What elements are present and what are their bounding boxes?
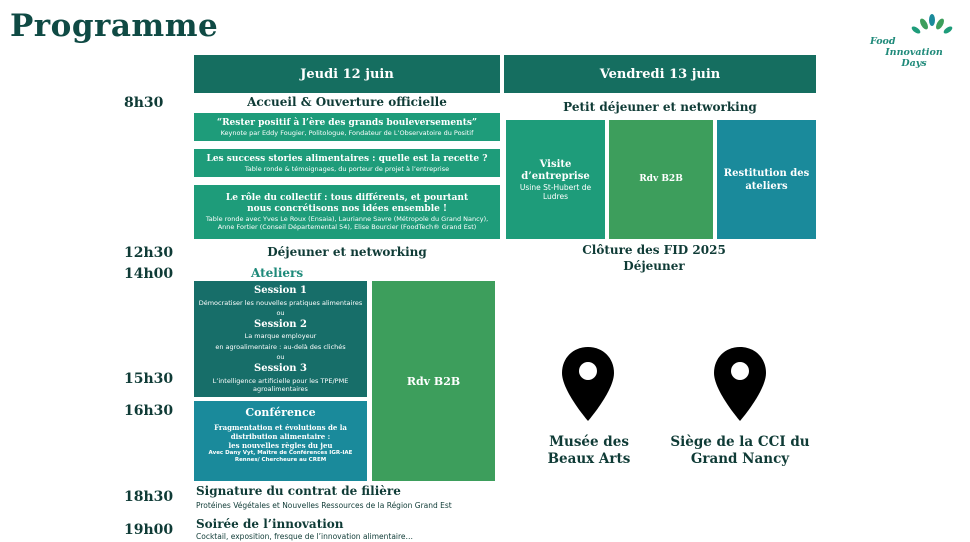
logo-line-3: Days: [901, 58, 927, 69]
day-header-thursday: Jeudi 12 juin: [194, 55, 500, 93]
talk-collectif-title: Le rôle du collectif : tous différents, …: [225, 193, 469, 214]
talk-keynote-title: “Rester positif à l’ère des grands boule…: [216, 117, 478, 128]
workshop-restitution-label: Restitution des ateliers: [723, 167, 810, 192]
talk-collectif: Le rôle du collectif : tous différents, …: [194, 185, 500, 239]
evening-sub: Cocktail, exposition, fresque de l’innov…: [196, 532, 414, 541]
conference-box: Conférence Fragmentation et évolutions d…: [194, 401, 367, 481]
session-or-1: ou: [276, 308, 285, 317]
time-16h30: 16h30: [124, 403, 174, 419]
time-18h30: 18h30: [124, 489, 174, 505]
time-19h00: 19h00: [124, 522, 174, 538]
time-15h30: 15h30: [124, 371, 174, 387]
page-title: Programme: [10, 8, 219, 44]
closing-title: Clôture des FID 2025: [582, 243, 726, 257]
talk-success-stories: Les success stories alimentaires : quell…: [194, 149, 500, 177]
session-2-sub-1: La marque employeur: [244, 332, 317, 341]
workshop-sessions: Session 1 Démocratiser les nouvelles pra…: [194, 281, 367, 397]
location-pin-icon: [562, 347, 614, 421]
closing-lunch: Déjeuner: [623, 259, 685, 273]
session-3-sub: L’intelligence artificielle pour les TPE…: [212, 376, 349, 393]
talk-collectif-sub: Table ronde avec Yves Le Roux (Ensaia), …: [205, 215, 489, 231]
breakfast-title: Petit déjeuner et networking: [563, 100, 757, 114]
signature-title: Signature du contrat de filière: [196, 484, 401, 498]
rdv-b2b-thursday: Rdv B2B: [372, 281, 495, 481]
session-3-title: Session 3: [253, 363, 308, 375]
food-innovation-days-logo: Food Innovation Days: [866, 14, 962, 78]
talk-keynote-sub: Keynote par Eddy Fougier, Politologue, F…: [220, 128, 474, 137]
time-12h30: 12h30: [124, 245, 174, 261]
time-8h30: 8h30: [124, 95, 164, 111]
lunch-title: Déjeuner et networking: [267, 245, 427, 259]
rdv-b2b-friday: Rdv B2B: [609, 120, 713, 239]
workshop-restitution: Restitution des ateliers: [717, 120, 816, 239]
company-visit-sub: Usine St-Hubert de Ludres: [519, 182, 592, 201]
conference-line-1: Fragmentation et évolutions de la distri…: [214, 423, 347, 441]
conference-line-2: les nouvelles règles du jeu: [228, 441, 333, 450]
location-pin-icon: [714, 347, 766, 421]
session-or-2: ou: [276, 353, 285, 362]
company-visit: Visite d’entreprise Usine St-Hubert de L…: [506, 120, 605, 239]
venue-musee: Musée des Beaux Arts: [547, 434, 631, 467]
talk-keynote: “Rester positif à l’ère des grands boule…: [194, 113, 500, 141]
conference-speaker: Avec Dany Vyt, Maître de Conférences IGR…: [208, 450, 353, 463]
talk-success-stories-title: Les success stories alimentaires : quell…: [206, 153, 488, 164]
session-2-sub-2: en agroalimentaire : au-delà des clichés: [215, 342, 346, 351]
rdv-b2b-friday-label: Rdv B2B: [639, 174, 683, 184]
company-visit-title: Visite d’entreprise: [521, 158, 590, 182]
opening-title: Accueil & Ouverture officielle: [247, 95, 447, 109]
workshops-title: Ateliers: [251, 266, 304, 280]
logo-line-1: Food: [870, 36, 896, 47]
logo-line-2: Innovation: [885, 47, 943, 58]
evening-title: Soirée de l’innovation: [196, 517, 344, 531]
rdv-b2b-thursday-label: Rdv B2B: [406, 374, 461, 388]
signature-sub: Protéines Végétales et Nouvelles Ressour…: [196, 501, 452, 510]
conference-title: Conférence: [245, 406, 316, 419]
leaf-icon: [911, 14, 953, 34]
day-header-friday: Vendredi 13 juin: [504, 55, 816, 93]
venue-cci: Siège de la CCI du Grand Nancy: [670, 434, 810, 467]
session-2-title: Session 2: [253, 319, 308, 331]
talk-success-stories-sub: Table ronde & témoignages, du porteur de…: [244, 164, 450, 173]
session-1-sub: Démocratiser les nouvelles pratiques ali…: [198, 298, 363, 307]
time-14h00: 14h00: [124, 266, 174, 282]
session-1-title: Session 1: [253, 285, 308, 297]
